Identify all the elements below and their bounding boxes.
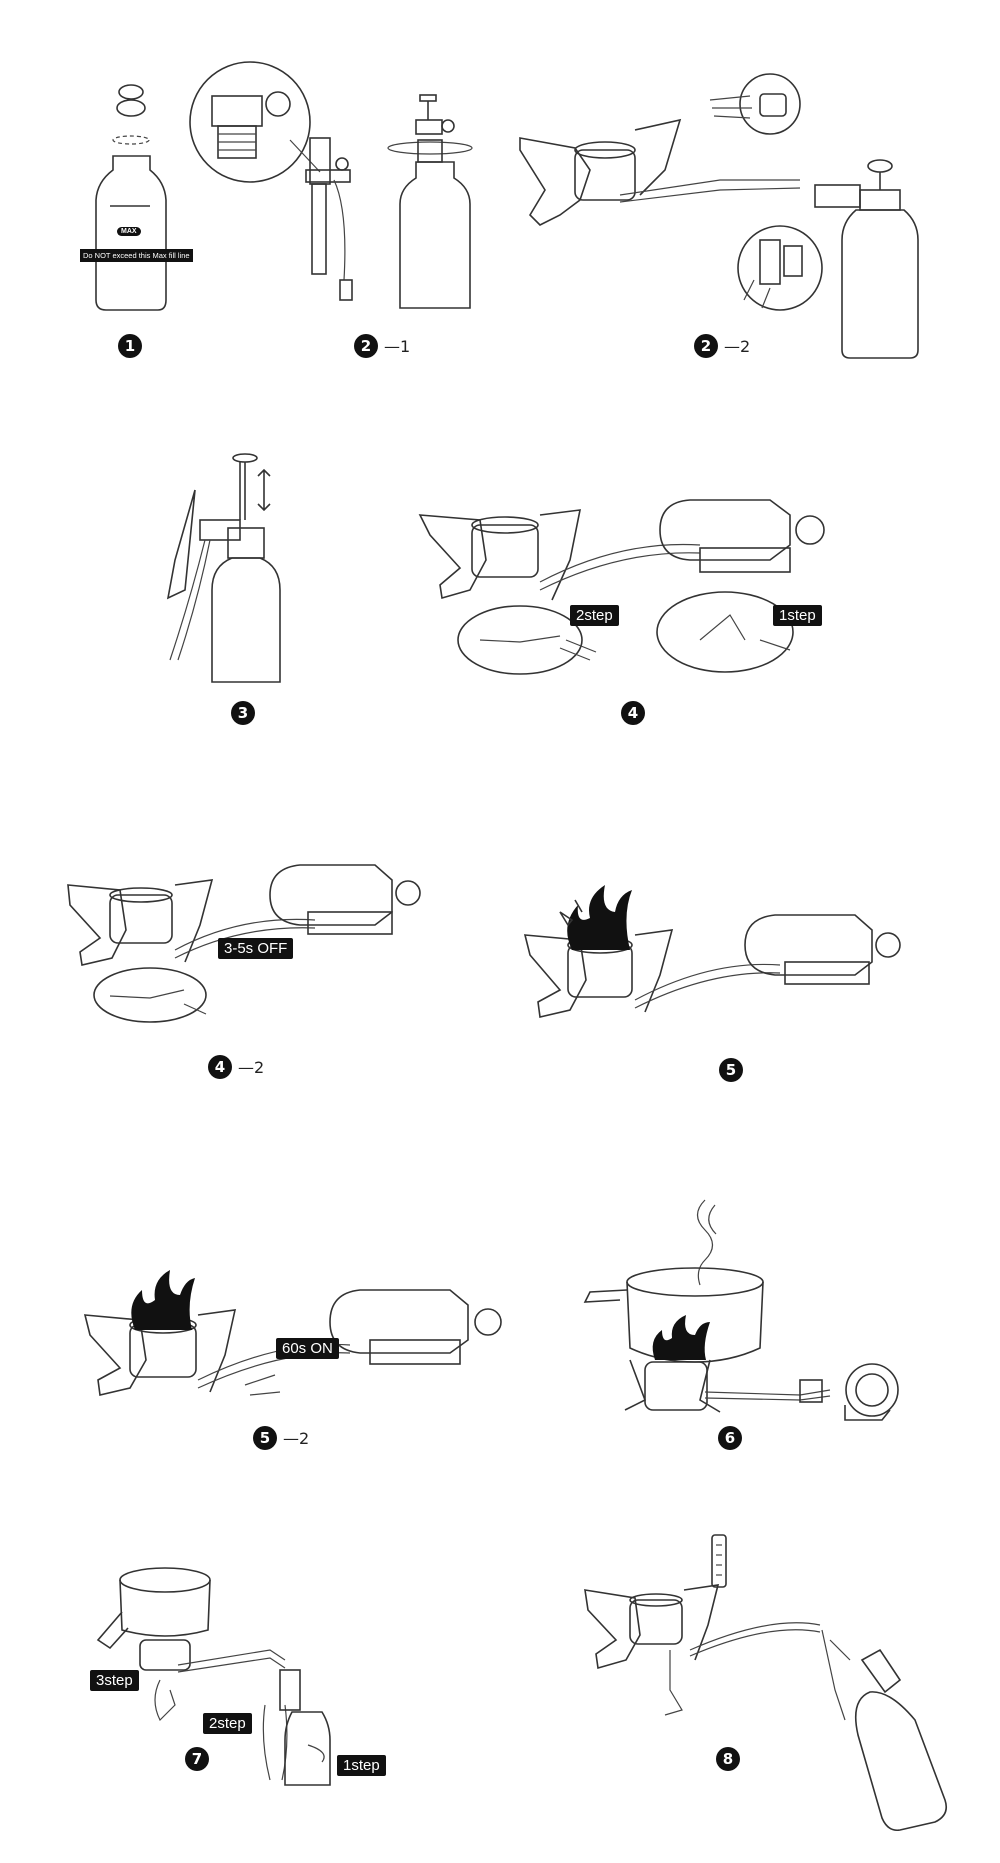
flame-icon bbox=[567, 885, 632, 950]
step-number-circle: 3 bbox=[231, 701, 255, 725]
step-suffix: —2 bbox=[238, 1057, 265, 1077]
step-number-circle: 2 bbox=[694, 334, 718, 358]
stove-icon bbox=[523, 929, 781, 1018]
gas-canister-icon bbox=[329, 1289, 502, 1365]
tag-4-2step: 2step bbox=[570, 605, 619, 626]
tag-4-1step: 1step bbox=[773, 605, 822, 626]
step-number-circle: 5 bbox=[719, 1058, 743, 1082]
step-4-label: 4 bbox=[621, 701, 645, 725]
gas-canister-icon bbox=[659, 499, 825, 573]
step-number-circle: 2 bbox=[354, 334, 378, 358]
step-number-circle: 4 bbox=[208, 1055, 232, 1079]
fuel-bottle-icon bbox=[95, 84, 167, 311]
hand-icon bbox=[154, 1679, 288, 1781]
tag-7-2step: 2step bbox=[203, 1713, 252, 1734]
tag-3-5s-off: 3-5s OFF bbox=[218, 938, 294, 959]
gas-canister-icon bbox=[844, 1363, 899, 1421]
step-suffix: —2 bbox=[283, 1428, 310, 1448]
step-4-2-label: 4 —2 bbox=[208, 1055, 264, 1079]
step-5-label: 5 bbox=[719, 1058, 743, 1082]
tag-7-3step: 3step bbox=[90, 1670, 139, 1691]
tag-60s-on: 60s ON bbox=[276, 1338, 339, 1359]
stove-icon bbox=[624, 1359, 831, 1413]
flame-icon bbox=[131, 1270, 195, 1330]
step-2-2-label: 2 —2 bbox=[694, 334, 750, 358]
step-number-circle: 7 bbox=[185, 1747, 209, 1771]
gas-canister-icon bbox=[269, 864, 421, 935]
step-number-circle: 5 bbox=[253, 1426, 277, 1450]
pump-icon bbox=[189, 61, 353, 301]
stove-icon bbox=[519, 118, 801, 226]
tag-7-1step: 1step bbox=[337, 1755, 386, 1776]
step-1-label: 1 bbox=[118, 334, 142, 358]
step-number-circle: 1 bbox=[118, 334, 142, 358]
step-6-label: 6 bbox=[718, 1426, 742, 1450]
step-7-label: 7 bbox=[185, 1747, 209, 1771]
fuel-bottle-icon bbox=[854, 1648, 948, 1832]
step-3-label: 3 bbox=[231, 701, 255, 725]
pot-icon bbox=[96, 1567, 286, 1673]
step-8-label: 8 bbox=[716, 1747, 740, 1771]
step-5-2-label: 5 —2 bbox=[253, 1426, 309, 1450]
hand-icon bbox=[709, 73, 801, 135]
step-number-circle: 6 bbox=[718, 1426, 742, 1450]
fuel-bottle-icon bbox=[387, 94, 473, 309]
hand-icon bbox=[457, 591, 794, 675]
step-suffix: —2 bbox=[724, 336, 751, 356]
stove-icon bbox=[584, 1584, 851, 1721]
lighter-icon bbox=[559, 899, 583, 927]
stove-icon bbox=[418, 509, 701, 601]
step-2-1-label: 2 —1 bbox=[354, 334, 410, 358]
gas-canister-icon bbox=[744, 914, 901, 985]
step-suffix: —1 bbox=[384, 336, 411, 356]
stove-icon bbox=[67, 879, 316, 1023]
fuel-bottle-icon bbox=[279, 1669, 331, 1786]
max-fill-warning: Do NOT exceed this Max fill line bbox=[80, 249, 193, 262]
step-number-circle: 4 bbox=[621, 701, 645, 725]
pump-icon bbox=[166, 453, 281, 683]
flame-icon bbox=[652, 1315, 710, 1360]
step-number-circle: 8 bbox=[716, 1747, 740, 1771]
thermometer-icon bbox=[711, 1534, 727, 1588]
max-label: MAX bbox=[117, 227, 141, 236]
hand-icon bbox=[737, 225, 823, 311]
fuel-bottle-icon bbox=[814, 159, 919, 359]
